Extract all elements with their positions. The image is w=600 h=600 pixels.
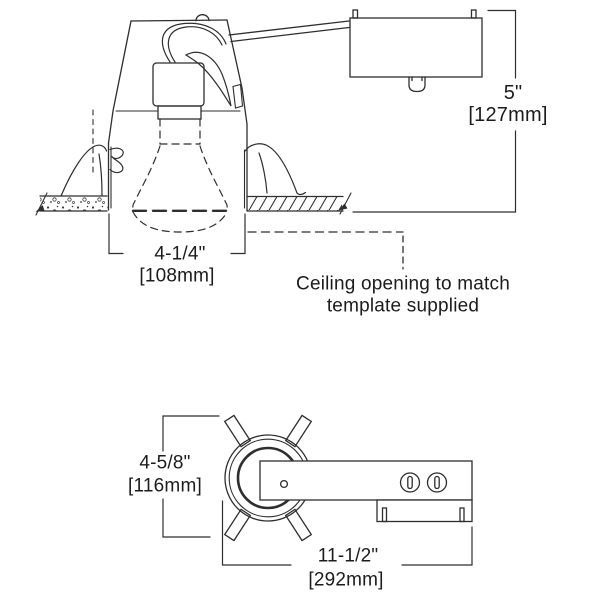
break-arrow-left	[35, 205, 45, 212]
mounting-bar-top	[259, 460, 473, 501]
dim-11-1-2in-label: 11-1/2"	[317, 545, 379, 567]
bracket-tab-right	[459, 507, 465, 523]
break-arrow-right	[338, 203, 348, 211]
dimension-11-1-2in-lines	[221, 500, 473, 566]
dim-108mm-label: [108mm]	[139, 265, 215, 287]
tab-sw	[223, 508, 252, 542]
break-mark-right	[339, 192, 352, 215]
dimension-4-1-4in-lines	[108, 213, 246, 255]
ceiling-left-section	[35, 192, 108, 216]
dim-4-1-4in-label: 4-1/4"	[154, 243, 206, 265]
dim-292mm-label: [292mm]	[308, 569, 384, 591]
junction-box-bracket	[376, 499, 473, 523]
top-view-diagram	[162, 414, 473, 566]
spring-clip-left	[60, 144, 108, 197]
mounting-tabs	[223, 414, 313, 542]
junction-box-tab-left	[352, 9, 359, 19]
ceiling-note-leader	[247, 231, 404, 270]
ceiling-note-line2: template supplied	[326, 295, 480, 317]
junction-box-tab-right	[470, 9, 477, 19]
socket-wires	[161, 22, 232, 107]
wall-bracket	[232, 83, 244, 109]
bulb-dome	[132, 211, 228, 233]
spring-clip-right	[244, 143, 307, 196]
dim-5in-label: 5"	[503, 82, 523, 104]
side-view-diagram	[35, 9, 517, 270]
dim-4-5-8in-label: 4-5/8"	[139, 452, 191, 474]
junction-box-knockouts	[399, 472, 448, 493]
cable-clamp	[408, 76, 426, 93]
lamp-socket	[152, 62, 205, 120]
bracket-tab-left	[381, 507, 388, 523]
knockout-slot-left	[407, 475, 413, 490]
dimension-4-5-8in-lines	[162, 415, 220, 538]
dim-116mm-label: [116mm]	[128, 475, 202, 497]
dim-127mm-label: [127mm]	[468, 104, 548, 126]
top-bump	[195, 14, 210, 22]
can-housing-outline	[107, 14, 248, 211]
tab-se	[284, 508, 313, 542]
hanger-bar	[228, 20, 350, 43]
tab-ne	[284, 414, 313, 448]
butterfly-clip	[109, 147, 124, 174]
screw-hole	[279, 479, 289, 489]
dimension-5in-lines	[352, 9, 517, 213]
ceiling-right-section	[246, 192, 352, 215]
wire-guard-leaf	[184, 51, 232, 107]
knockout-slot-right	[434, 475, 440, 490]
tab-nw	[223, 414, 252, 448]
junction-box-side	[349, 9, 483, 93]
ceiling-note-line1: Ceiling opening to match	[296, 273, 510, 295]
bulb-dashed-outline	[131, 118, 229, 233]
